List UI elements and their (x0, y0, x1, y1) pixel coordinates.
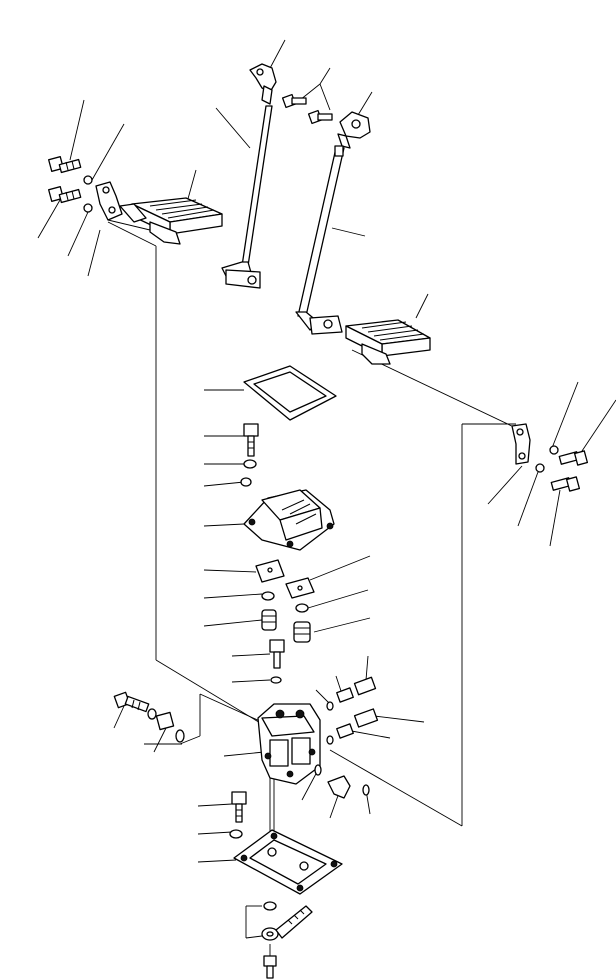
spring-washer (243, 459, 257, 469)
valve-left-bolt (113, 691, 185, 743)
lever-bracket-left (249, 63, 277, 105)
right-bracket-group (511, 423, 589, 492)
fittings-right (314, 676, 379, 799)
lever-bracket-right (337, 111, 371, 149)
bolt-center (269, 639, 285, 669)
spring-right (293, 621, 311, 643)
eye-joint (261, 901, 313, 941)
base-plate (233, 829, 343, 895)
seal-left (261, 591, 275, 601)
mount-bolt (231, 791, 247, 823)
washer-small (240, 477, 252, 487)
spring-left (261, 609, 277, 631)
bolt-pair (281, 93, 333, 125)
cap-screw (243, 423, 259, 457)
mount-washer (229, 829, 243, 839)
gasket (243, 365, 337, 421)
hose-fitting (263, 944, 277, 979)
seal-right (295, 603, 309, 613)
leader-lines (37, 39, 616, 939)
valve-body (257, 703, 321, 785)
pedal-left (119, 197, 223, 245)
rod-right (295, 145, 345, 335)
pedal-right (345, 319, 431, 365)
plate-right (285, 577, 315, 599)
plate-left (255, 559, 285, 583)
o-ring (270, 676, 282, 684)
left-bracket-group (48, 156, 123, 221)
rod-left (221, 105, 273, 289)
cover (243, 489, 335, 551)
